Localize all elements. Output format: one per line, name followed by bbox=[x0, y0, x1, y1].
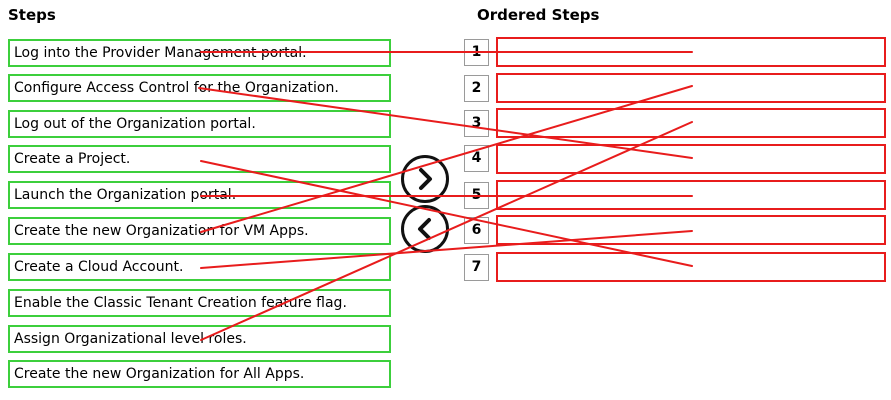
order-number-4: 4 bbox=[464, 145, 489, 172]
order-number-6: 6 bbox=[464, 217, 489, 244]
step-item-7[interactable]: Create a Cloud Account. bbox=[8, 253, 391, 281]
order-number-7: 7 bbox=[464, 254, 489, 281]
ordered-slot-6[interactable] bbox=[496, 215, 886, 245]
order-number-2: 2 bbox=[464, 75, 489, 102]
step-item-5[interactable]: Launch the Organization portal. bbox=[8, 181, 391, 209]
steps-heading: Steps bbox=[8, 6, 56, 24]
ordered-slot-4[interactable] bbox=[496, 144, 886, 174]
ordered-steps-heading: Ordered Steps bbox=[477, 6, 600, 24]
ordered-slot-7[interactable] bbox=[496, 252, 886, 282]
ordered-slot-5[interactable] bbox=[496, 180, 886, 210]
move-right-button[interactable] bbox=[401, 155, 449, 203]
step-item-2[interactable]: Configure Access Control for the Organiz… bbox=[8, 74, 391, 102]
step-item-6[interactable]: Create the new Organization for VM Apps. bbox=[8, 217, 391, 245]
chevron-left-icon bbox=[418, 218, 431, 240]
step-item-3[interactable]: Log out of the Organization portal. bbox=[8, 110, 391, 138]
order-number-5: 5 bbox=[464, 182, 489, 209]
ordered-slot-1[interactable] bbox=[496, 37, 886, 67]
order-number-3: 3 bbox=[464, 110, 489, 137]
step-item-10[interactable]: Create the new Organization for All Apps… bbox=[8, 360, 391, 388]
move-left-button[interactable] bbox=[401, 205, 449, 253]
step-item-9[interactable]: Assign Organizational level roles. bbox=[8, 325, 391, 353]
ordered-slot-2[interactable] bbox=[496, 73, 886, 103]
step-item-8[interactable]: Enable the Classic Tenant Creation featu… bbox=[8, 289, 391, 317]
step-item-1[interactable]: Log into the Provider Management portal. bbox=[8, 39, 391, 67]
chevron-right-icon bbox=[419, 168, 432, 190]
step-item-4[interactable]: Create a Project. bbox=[8, 145, 391, 173]
ordered-slot-3[interactable] bbox=[496, 108, 886, 138]
order-number-1: 1 bbox=[464, 39, 489, 66]
